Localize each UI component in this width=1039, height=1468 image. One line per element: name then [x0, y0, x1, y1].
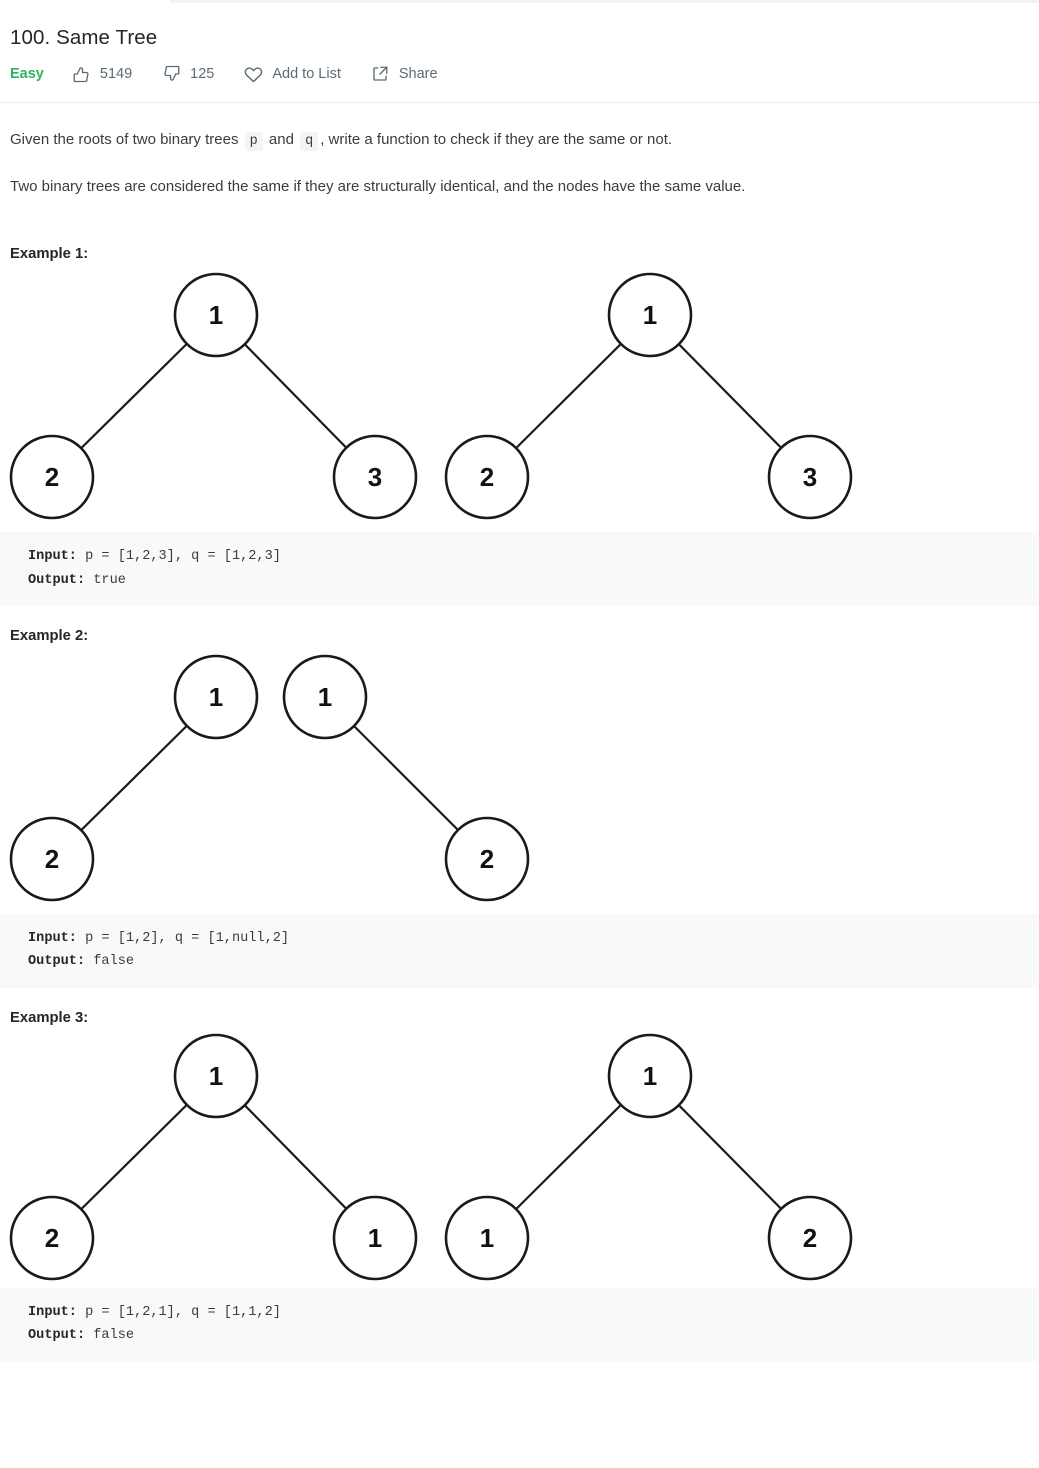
- share-icon: [371, 64, 390, 83]
- example-1-codeblock: Input: p = [1,2,3], q = [1,2,3] Output: …: [0, 532, 1039, 606]
- tree-node-circle: [332, 1195, 418, 1280]
- example-2-tree-svg: 1 2 1 2: [9, 654, 530, 902]
- input-label: Input:: [28, 1304, 77, 1320]
- problem-description: Given the roots of two binary trees p an…: [0, 128, 1039, 198]
- tree-node-circle: [173, 654, 259, 740]
- input-value: p = [1,2,3], q = [1,2,3]: [76, 549, 281, 565]
- tree-node-label: 1: [209, 682, 223, 712]
- tree-node-circle: [444, 1195, 530, 1280]
- output-label: Output:: [28, 572, 86, 588]
- tree-node-label: 1: [643, 1061, 657, 1091]
- input-value: p = [1,2], q = [1,null,2]: [76, 930, 290, 946]
- tree-p: 1 2 1: [9, 1033, 418, 1280]
- example-2-figure: 1 2 1 2: [0, 643, 1039, 914]
- tree-node-circle: [444, 434, 530, 520]
- output-value: false: [85, 954, 135, 970]
- output-label: Output:: [28, 1328, 86, 1344]
- description-line-2: Two binary trees are considered the same…: [10, 177, 746, 195]
- example-3-code: Input: p = [1,2,1], q = [1,1,2] Output: …: [0, 1301, 1039, 1348]
- tree-node-circle: [607, 272, 693, 358]
- example-1-label: Example 1:: [10, 246, 89, 263]
- tree-node-label: 1: [643, 300, 657, 330]
- example-3-tree-svg: 1 2 1 1 1 2: [9, 1033, 853, 1280]
- thumbs-down-icon: [162, 64, 181, 83]
- dislike-button[interactable]: 125: [162, 64, 214, 83]
- output-value: false: [85, 1328, 135, 1344]
- tree-node-circle: [332, 434, 418, 520]
- example-1-tree-svg: 1 2 3 1 2 3: [9, 272, 853, 520]
- tree-q: 1 2 3: [444, 272, 853, 520]
- tree-node-label: 2: [480, 844, 494, 874]
- example-2-code: Input: p = [1,2], q = [1,null,2] Output:…: [0, 927, 1039, 974]
- tree-node-label: 1: [480, 1223, 494, 1253]
- tree-node-circle: [173, 1033, 259, 1118]
- tree-node-label: 1: [318, 682, 332, 712]
- share-button[interactable]: Share: [371, 64, 438, 83]
- example-1-code: Input: p = [1,2,3], q = [1,2,3] Output: …: [0, 545, 1039, 592]
- tree-node-label: 1: [368, 1223, 382, 1253]
- difficulty-badge: Easy: [10, 65, 44, 82]
- tree-node-label: 2: [45, 1223, 59, 1253]
- share-label: Share: [398, 65, 438, 82]
- dislike-count: 125: [190, 65, 215, 82]
- tree-node-circle: [607, 1033, 693, 1118]
- tree-node-circle: [9, 434, 95, 520]
- tree-node-label: 2: [803, 1223, 817, 1253]
- tree-node-label: 3: [803, 462, 817, 492]
- tree-node-label: 1: [209, 300, 223, 330]
- tree-p: 1 2: [9, 654, 259, 902]
- add-to-list-label: Add to List: [272, 65, 341, 82]
- tree-node-circle: [444, 816, 530, 902]
- tree-node-label: 2: [45, 462, 59, 492]
- example-3-label: Example 3:: [10, 1009, 89, 1026]
- tree-p: 1 2 3: [9, 272, 418, 520]
- input-value: p = [1,2,1], q = [1,1,2]: [76, 1304, 281, 1320]
- tree-q: 1 2: [282, 654, 530, 902]
- tree-node-label: 3: [368, 462, 382, 492]
- tree-q: 1 1 2: [444, 1033, 853, 1280]
- tree-node-circle: [173, 272, 259, 358]
- tree-node-label: 2: [480, 462, 494, 492]
- page-title: 100. Same Tree: [10, 26, 158, 49]
- output-label: Output:: [28, 954, 86, 970]
- problem-page: 100. Same Tree Easy 5149 125: [0, 26, 1039, 1362]
- tree-node-circle: [9, 1195, 95, 1280]
- input-label: Input:: [28, 549, 77, 565]
- desc-text-a: Given the roots of two binary trees: [10, 131, 239, 148]
- example-3-figure: 1 2 1 1 1 2: [0, 1025, 1039, 1288]
- desc-text-b: and: [268, 131, 294, 148]
- tree-node-circle: [767, 434, 853, 520]
- description-line-1: Given the roots of two binary trees p an…: [10, 128, 1029, 153]
- tree-node-label: 2: [45, 844, 59, 874]
- example-1-figure: 1 2 3 1 2 3: [0, 262, 1039, 533]
- inline-code-p: p: [244, 132, 263, 151]
- thumbs-up-icon: [72, 64, 91, 83]
- header-divider: [0, 102, 1039, 103]
- tree-node-circle: [767, 1195, 853, 1280]
- add-to-list-button[interactable]: Add to List: [244, 64, 341, 83]
- example-3-codeblock: Input: p = [1,2,1], q = [1,1,2] Output: …: [0, 1287, 1039, 1362]
- example-2-label: Example 2:: [10, 627, 89, 644]
- example-2-codeblock: Input: p = [1,2], q = [1,null,2] Output:…: [0, 913, 1039, 988]
- output-value: true: [85, 572, 126, 588]
- heart-icon: [244, 64, 263, 83]
- top-accent-strip: [170, 0, 1039, 3]
- problem-meta-row: Easy 5149 125: [0, 50, 1039, 83]
- desc-text-c: , write a function to check if they are …: [320, 131, 673, 148]
- like-count: 5149: [99, 65, 133, 82]
- tree-node-label: 1: [209, 1061, 223, 1091]
- like-button[interactable]: 5149: [72, 64, 132, 83]
- tree-node-circle: [9, 816, 95, 902]
- input-label: Input:: [28, 930, 77, 946]
- inline-code-q: q: [300, 132, 319, 151]
- tree-node-circle: [282, 654, 368, 740]
